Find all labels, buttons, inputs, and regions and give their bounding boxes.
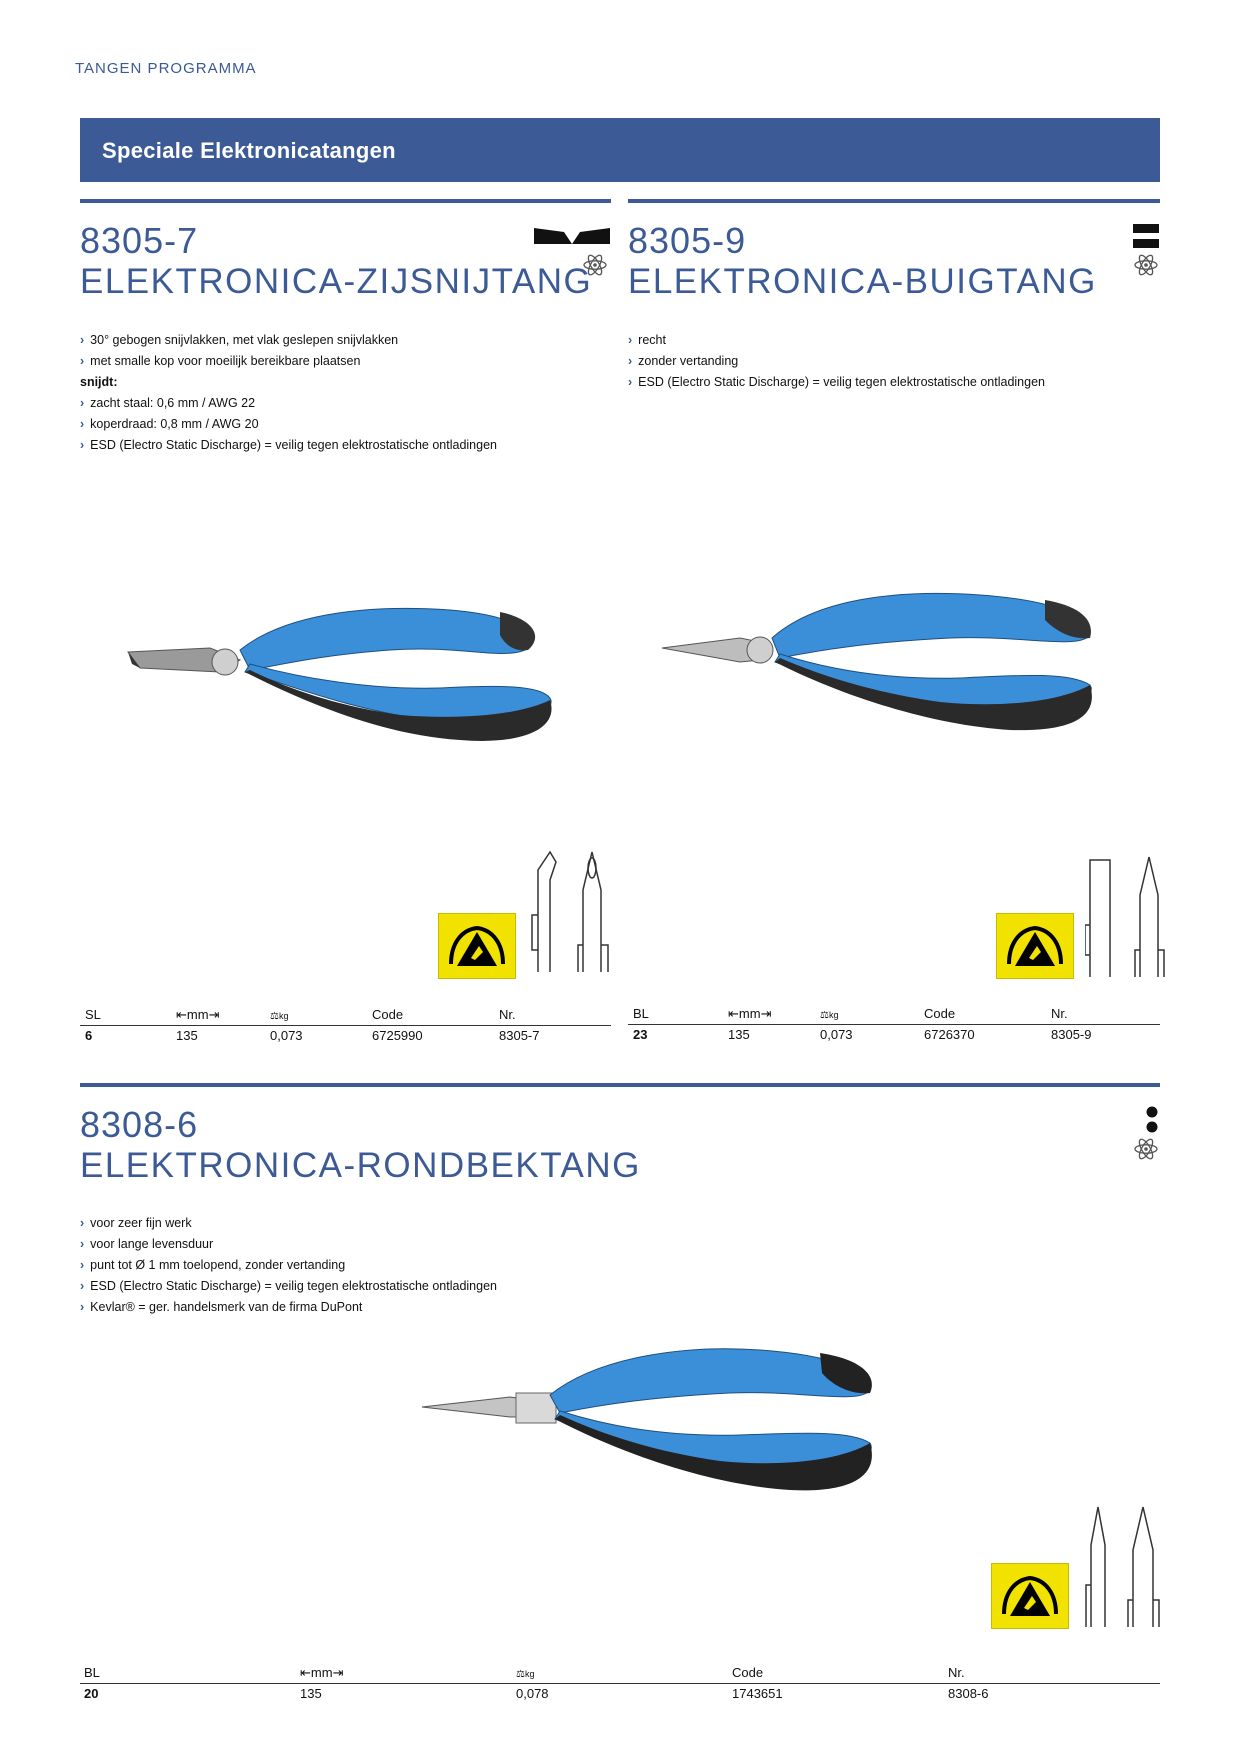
- chevron-right-icon: ›: [80, 438, 85, 452]
- length-mm-icon: ⇤mm⇥: [176, 1007, 220, 1022]
- table-cell: 23: [633, 1027, 648, 1042]
- product-rule: [80, 1083, 1160, 1087]
- table-cell: 8305-9: [1051, 1027, 1092, 1042]
- spec-table: SL ⇤mm⇥ ⚖kg Code Nr. 6 135 0,073 6725990…: [80, 1005, 611, 1045]
- table-header: BL: [84, 1665, 100, 1680]
- table-divider: [628, 1024, 1160, 1025]
- list-item: ›ESD (Electro Static Discharge) = veilig…: [80, 438, 497, 452]
- table-cell: 135: [300, 1686, 322, 1701]
- cutter-head-icon: [534, 228, 610, 244]
- list-item: ›Kevlar® = ger. handelsmerk van de firma…: [80, 1300, 363, 1314]
- product-name: ELEKTRONICA-RONDBEKTANG: [80, 1146, 641, 1185]
- chevron-right-icon: ›: [80, 1216, 85, 1230]
- tip-profile-drawing: [1085, 1506, 1160, 1627]
- section-banner: Speciale Elektronicatangen: [80, 118, 1160, 182]
- tip-profile-drawing: [1085, 856, 1165, 977]
- side-cutter-pliers-image: [127, 607, 552, 741]
- list-item: ›ESD (Electro Static Discharge) = veilig…: [80, 1279, 497, 1293]
- table-cell: 6: [85, 1028, 93, 1043]
- product-number: 8308-6: [80, 1104, 199, 1145]
- list-item: ›met smalle kop voor moeilijk bereikbare…: [80, 354, 361, 368]
- list-item: ›punt tot Ø 1 mm toelopend, zonder verta…: [80, 1258, 346, 1272]
- flat-jaw-icon: [1133, 224, 1159, 248]
- chevron-right-icon: ›: [80, 354, 85, 368]
- atom-icon: [583, 254, 607, 276]
- flat-nose-pliers-image: [661, 592, 1092, 731]
- table-cell: 6726370: [924, 1027, 975, 1042]
- product-rule: [628, 199, 1160, 203]
- table-divider: [80, 1025, 611, 1026]
- table-cell: 0,073: [270, 1028, 303, 1043]
- list-item: ›koperdraad: 0,8 mm / AWG 20: [80, 417, 259, 431]
- product-name: ELEKTRONICA-ZIJSNIJTANG: [80, 262, 593, 301]
- table-divider: [80, 1683, 1160, 1684]
- table-header: Code: [732, 1665, 764, 1680]
- round-nose-pliers-image: [421, 1348, 872, 1491]
- weight-scale-icon: ⚖kg: [516, 1669, 535, 1680]
- tip-profile-drawing: [531, 850, 609, 972]
- table-header: SL: [85, 1007, 101, 1022]
- length-mm-icon: ⇤mm⇥: [728, 1006, 772, 1021]
- table-header: Nr.: [499, 1007, 516, 1022]
- product-number: 8305-9: [628, 220, 747, 261]
- section-label: TANGEN PROGRAMMA: [75, 60, 257, 77]
- table-cell: 135: [728, 1027, 750, 1042]
- chevron-right-icon: ›: [80, 1279, 85, 1293]
- spec-table: BL ⇤mm⇥ ⚖kg Code Nr. 20 135 0,078 174365…: [80, 1663, 1160, 1703]
- esd-warning-icon: [991, 1563, 1069, 1629]
- chevron-right-icon: ›: [80, 333, 85, 347]
- list-item: ›voor lange levensduur: [80, 1237, 214, 1251]
- feature-list: ›recht ›zonder vertanding ›ESD (Electro …: [628, 330, 1148, 393]
- atom-icon: [1134, 1138, 1158, 1160]
- chevron-right-icon: ›: [628, 354, 633, 368]
- chevron-right-icon: ›: [80, 1237, 85, 1251]
- chevron-right-icon: ›: [80, 1300, 85, 1314]
- list-item: ›zacht staal: 0,6 mm / AWG 22: [80, 396, 256, 410]
- list-heading: snijdt:: [80, 375, 118, 389]
- table-header: Code: [924, 1006, 956, 1021]
- list-item: ›recht: [628, 333, 666, 347]
- chevron-right-icon: ›: [80, 417, 85, 431]
- table-cell: 8308-6: [948, 1686, 989, 1701]
- spec-table: BL ⇤mm⇥ ⚖kg Code Nr. 23 135 0,073 672637…: [628, 1004, 1160, 1044]
- table-header: Nr.: [1051, 1006, 1068, 1021]
- table-header: Code: [372, 1007, 404, 1022]
- weight-scale-icon: ⚖kg: [820, 1010, 839, 1021]
- chevron-right-icon: ›: [628, 375, 633, 389]
- round-jaw-icon: [1146, 1106, 1158, 1133]
- feature-list: ›voor zeer fijn werk ›voor lange levensd…: [80, 1213, 680, 1318]
- weight-scale-icon: ⚖kg: [270, 1011, 289, 1022]
- product-number: 8305-7: [80, 220, 199, 261]
- table-cell: 6725990: [372, 1028, 423, 1043]
- banner-title: Speciale Elektronicatangen: [102, 138, 396, 163]
- list-item: ›zonder vertanding: [628, 354, 739, 368]
- table-cell: 0,078: [516, 1686, 549, 1701]
- table-cell: 8305-7: [499, 1028, 540, 1043]
- atom-icon: [1134, 254, 1158, 276]
- list-item: ›ESD (Electro Static Discharge) = veilig…: [628, 375, 1045, 389]
- table-cell: 1743651: [732, 1686, 783, 1701]
- chevron-right-icon: ›: [80, 1258, 85, 1272]
- table-cell: 0,073: [820, 1027, 853, 1042]
- product-rule: [80, 199, 611, 203]
- esd-warning-icon: [996, 913, 1074, 979]
- table-cell: 20: [84, 1686, 99, 1701]
- feature-list: ›30° gebogen snijvlakken, met vlak gesle…: [80, 330, 600, 456]
- chevron-right-icon: ›: [80, 396, 85, 410]
- chevron-right-icon: ›: [628, 333, 633, 347]
- table-header: BL: [633, 1006, 649, 1021]
- product-name: ELEKTRONICA-BUIGTANG: [628, 262, 1097, 301]
- table-header: Nr.: [948, 1665, 965, 1680]
- length-mm-icon: ⇤mm⇥: [300, 1665, 344, 1680]
- esd-warning-icon: [438, 913, 516, 979]
- table-cell: 135: [176, 1028, 198, 1043]
- list-item: ›voor zeer fijn werk: [80, 1216, 192, 1230]
- list-item: ›30° gebogen snijvlakken, met vlak gesle…: [80, 333, 399, 347]
